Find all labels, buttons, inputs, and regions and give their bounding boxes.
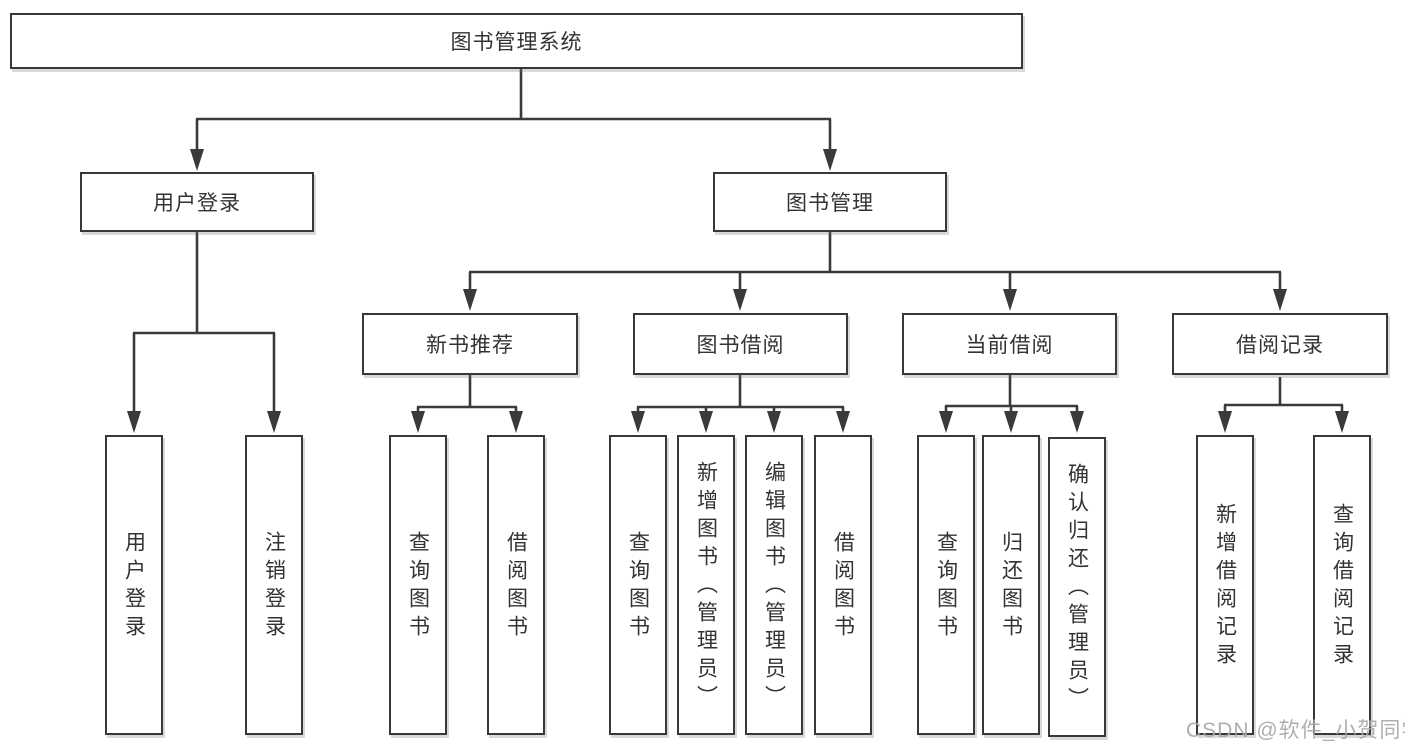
node-leaf-query-books-current: 查询图书 <box>917 435 975 735</box>
node-leaf-add-books-admin: 新增图书（管理员） <box>677 435 735 735</box>
node-leaf-query-borrow-record: 查询借阅记录 <box>1313 435 1371 735</box>
node-leaf-borrow-books: 借阅图书 <box>814 435 872 735</box>
node-user-login: 用户登录 <box>80 172 314 232</box>
node-leaf-query-books-recommend: 查询图书 <box>389 435 447 735</box>
node-leaf-return-books: 归还图书 <box>982 435 1040 735</box>
node-leaf-logout: 注销登录 <box>245 435 303 735</box>
node-leaf-query-books-borrowing: 查询图书 <box>609 435 667 735</box>
node-leaf-confirm-return-admin: 确认归还（管理员） <box>1048 437 1106 737</box>
node-book-borrowing: 图书借阅 <box>633 313 848 375</box>
node-leaf-edit-books-admin: 编辑图书（管理员） <box>745 435 803 735</box>
node-new-book-recommend: 新书推荐 <box>362 313 578 375</box>
connector-arrows <box>127 149 1349 433</box>
node-book-management: 图书管理 <box>713 172 947 232</box>
node-leaf-user-login: 用户登录 <box>105 435 163 735</box>
node-library-system: 图书管理系统 <box>10 13 1023 69</box>
node-leaf-borrow-books-recommend: 借阅图书 <box>487 435 545 735</box>
node-leaf-add-borrow-record: 新增借阅记录 <box>1196 435 1254 735</box>
node-current-borrowing: 当前借阅 <box>902 313 1117 375</box>
node-borrowing-records: 借阅记录 <box>1172 313 1388 375</box>
watermark: CSDN @软件_小贺同学 <box>1186 719 1405 742</box>
